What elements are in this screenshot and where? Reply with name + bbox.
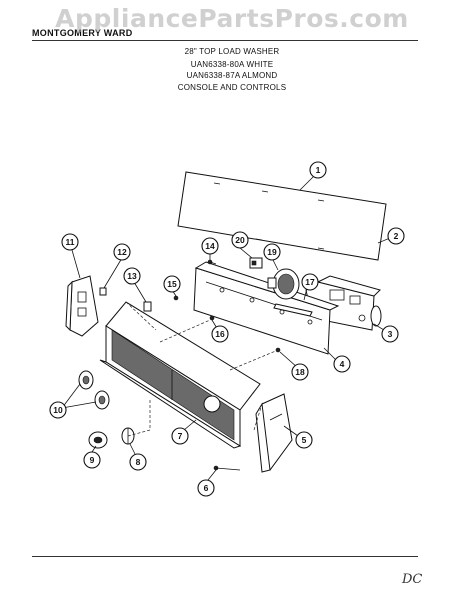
part-clip [143, 301, 152, 312]
part-selector-switch [267, 268, 300, 300]
callout-13: 13 [123, 267, 141, 285]
callout-12: 12 [113, 243, 131, 261]
svg-text:7: 7 [178, 431, 183, 441]
svg-text:14: 14 [205, 241, 215, 251]
callout-10: 10 [49, 401, 67, 419]
part-small-clip [99, 287, 107, 296]
callout-17: 17 [301, 273, 319, 291]
svg-text:10: 10 [53, 405, 63, 415]
svg-text:18: 18 [295, 367, 305, 377]
callout-8: 8 [129, 453, 147, 471]
callout-15: 15 [163, 275, 181, 293]
callout-9: 9 [83, 451, 101, 469]
callout-20: 20 [231, 231, 249, 249]
svg-text:6: 6 [204, 483, 209, 493]
svg-text:13: 13 [127, 271, 137, 281]
model-number-white: UAN6338-80A WHITE [190, 60, 274, 69]
callout-5: 5 [295, 431, 313, 449]
handwritten-initials: DC [402, 572, 423, 587]
callout-19: 19 [263, 243, 281, 261]
callout-18: 18 [291, 363, 309, 381]
brand-label: MONTGOMERY WARD [32, 28, 133, 38]
callout-11: 11 [61, 233, 79, 251]
watermark-text: AppliancePartsPros.com [55, 4, 409, 33]
svg-text:12: 12 [117, 247, 127, 257]
model-title: 28" TOP LOAD WASHER [184, 47, 280, 56]
svg-text:11: 11 [66, 237, 75, 247]
svg-text:9: 9 [90, 455, 95, 465]
part-knobs [78, 370, 110, 410]
callout-1: 1 [309, 161, 327, 179]
svg-text:16: 16 [215, 329, 225, 339]
svg-text:17: 17 [305, 277, 315, 287]
part-small-switch [249, 257, 263, 269]
callout-7: 7 [171, 427, 189, 445]
header-rule-top [32, 40, 418, 41]
callout-4: 4 [333, 355, 351, 373]
callout-6: 6 [197, 479, 215, 497]
assembly-guide-lines [127, 319, 279, 437]
svg-text:5: 5 [302, 435, 307, 445]
svg-text:3: 3 [388, 329, 393, 339]
svg-text:19: 19 [267, 247, 277, 257]
callout-3: 3 [381, 325, 399, 343]
svg-text:1: 1 [316, 165, 321, 175]
svg-text:4: 4 [340, 359, 345, 369]
part-large-knob [88, 431, 108, 449]
callout-2: 2 [387, 227, 405, 245]
svg-text:8: 8 [136, 457, 141, 467]
section-title: CONSOLE AND CONTROLS [177, 83, 287, 92]
part-control-panel [99, 301, 261, 449]
part-slide-lever [273, 303, 313, 317]
part-end-cap [255, 393, 293, 473]
part-rear-panel [177, 171, 387, 261]
svg-text:15: 15 [167, 279, 177, 289]
part-screws [173, 259, 281, 471]
svg-text:20: 20 [235, 235, 245, 245]
part-left-bracket [65, 275, 99, 337]
callout-14: 14 [201, 237, 219, 255]
footer-rule [32, 556, 418, 557]
callout-16: 16 [211, 325, 229, 343]
model-number-almond: UAN6338-87A ALMOND [186, 71, 278, 80]
svg-text:2: 2 [394, 231, 399, 241]
